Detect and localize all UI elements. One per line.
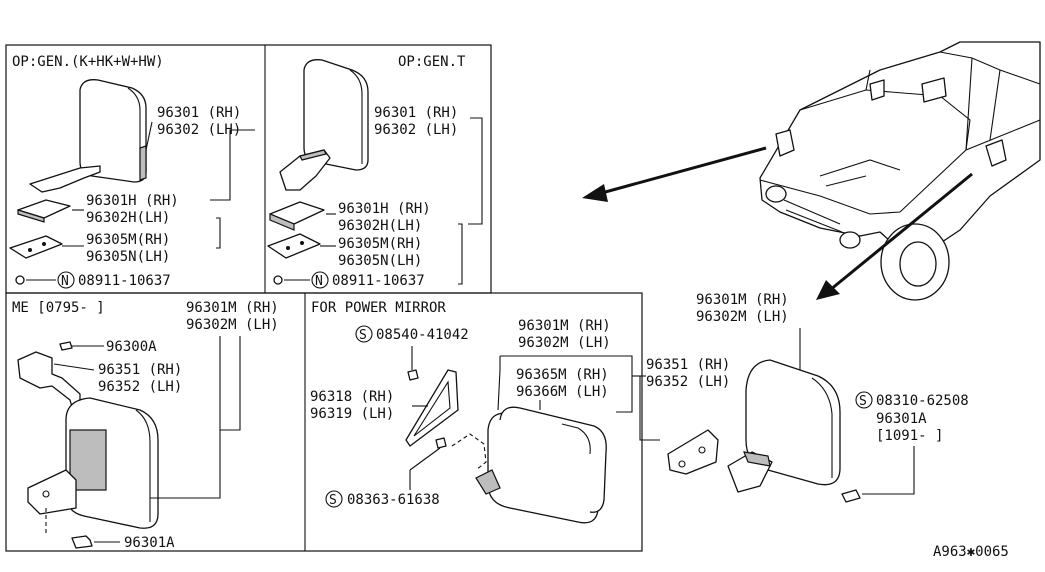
- panel-title: ME [0795- ]: [12, 300, 105, 316]
- nut: [273, 275, 283, 285]
- part-number-cover-rh: 96351 (RH): [646, 357, 730, 373]
- part-number-gasket-rh: 96305M(RH): [338, 236, 422, 252]
- mirror-arm: [29, 165, 101, 193]
- gasket: [9, 235, 63, 259]
- part-number-mirror-lh: 96302 (LH): [157, 122, 241, 138]
- part-number-nut: 08911-10637: [78, 273, 171, 289]
- vehicle-mirror-right: [985, 139, 1007, 167]
- part-number-mirror-rh: 96301M (RH): [696, 292, 789, 308]
- part-number-bracket: 96300A: [106, 339, 157, 355]
- panel-power-mirror: FOR POWER MIRROR S 08540-41042 96301M (R…: [310, 300, 633, 524]
- part-number-mirror-lh: 96302M (LH): [696, 309, 789, 325]
- panel-gen-t: OP:GEN.T 96301 (RH) 96302 (LH) 96301H (R…: [267, 54, 483, 289]
- s-symbol: [855, 391, 873, 409]
- n-symbol-letter: N: [315, 274, 323, 289]
- arrow-down: [829, 172, 973, 292]
- mirror-bracket: [17, 351, 81, 415]
- n-symbol: [57, 271, 75, 289]
- part-number-gasket-lh: 96305N(LH): [338, 253, 422, 269]
- part-number-glass-rh: 96365M (RH): [516, 367, 609, 383]
- n-symbol: [311, 271, 329, 289]
- s-symbol-letter: S: [329, 493, 337, 508]
- screw: [59, 341, 73, 351]
- part-number-gasket-lh: 96305N(LH): [86, 249, 170, 265]
- part-number-gasket-rh: 96305M(RH): [86, 232, 170, 248]
- mirror-base: [475, 469, 501, 495]
- gasket: [267, 233, 321, 259]
- vehicle-illustration: [582, 41, 1041, 301]
- part-number-date: [1091- ]: [876, 428, 943, 444]
- cover-plate: [667, 429, 719, 475]
- part-number-base-rh: 96301H (RH): [86, 193, 179, 209]
- arrow-left: [597, 146, 767, 196]
- part-number-glass-lh: 96366M (LH): [516, 384, 609, 400]
- s-symbol-letter: S: [859, 394, 867, 409]
- bolt: [841, 489, 861, 503]
- s-symbol: [355, 325, 373, 343]
- part-number-cover-lh: 96352 (LH): [98, 379, 182, 395]
- part-number-mirror-lh: 96302 (LH): [374, 122, 458, 138]
- part-number-base-rh: 96301H (RH): [338, 201, 431, 217]
- vehicle-mirror-left: [775, 129, 795, 157]
- s-symbol-letter: S: [359, 328, 367, 343]
- part-number-bolt: 96301A: [876, 411, 927, 427]
- part-number-cover-rh: 96351 (RH): [98, 362, 182, 378]
- bolt: [71, 535, 93, 549]
- panel-title: FOR POWER MIRROR: [311, 300, 446, 316]
- s-symbol: [325, 490, 343, 508]
- part-number-mirror-rh: 96301 (RH): [157, 105, 241, 121]
- panel-title: OP:GEN.T: [398, 54, 466, 70]
- part-number-cover-lh: 96352 (LH): [646, 374, 730, 390]
- part-number-bolt: 96301A: [124, 535, 175, 551]
- mirror-base: [27, 469, 77, 515]
- panel-lower-frame: [5, 292, 643, 552]
- part-number-mirror-lh: 96302M (LH): [518, 335, 611, 351]
- panel-title: OP:GEN.(K+HK+W+HW): [12, 54, 164, 70]
- part-number-cover-lh: 96319 (LH): [310, 406, 394, 422]
- part-number-mirror-rh: 96301M (RH): [518, 318, 611, 334]
- part-number-mirror-rh: 96301 (RH): [374, 105, 458, 121]
- screw: [407, 369, 419, 381]
- panel-right-mirror: 96301M (RH) 96302M (LH) 96351 (RH) 96352…: [632, 292, 969, 503]
- part-number-cover-rh: 96318 (RH): [310, 389, 394, 405]
- panel-me: ME [0795- ] 96301M (RH) 96302M (LH) 9630…: [12, 300, 279, 551]
- part-number-nut: 08911-10637: [332, 273, 425, 289]
- part-number-mirror-lh: 96302M (LH): [186, 317, 279, 333]
- part-number-screw-bottom: 08363-61638: [347, 492, 440, 508]
- part-number-screw-top: 08540-41042: [376, 327, 469, 343]
- part-number-base-lh: 96302H(LH): [86, 210, 170, 226]
- part-number-base-lh: 96302H(LH): [338, 218, 422, 234]
- part-number-mirror-rh: 96301M (RH): [186, 300, 279, 316]
- screw: [435, 437, 447, 449]
- nut: [15, 275, 25, 285]
- part-number-screw: 08310-62508: [876, 393, 969, 409]
- figure-id: A963✱0065: [933, 544, 1009, 560]
- n-symbol-letter: N: [61, 274, 69, 289]
- panel-gen-khw: OP:GEN.(K+HK+W+HW) 96301 (RH) 96302 (LH)…: [9, 54, 255, 289]
